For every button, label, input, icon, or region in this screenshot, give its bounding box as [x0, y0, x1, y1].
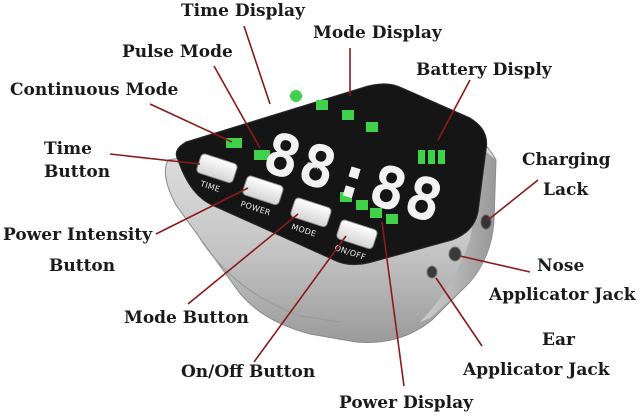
leader-nose-applicator-jack: [459, 255, 531, 273]
battery-bar-3: [438, 150, 445, 164]
mode-indicator-1: [316, 100, 328, 110]
label-nose-applicator-jack-line2: Applicator Jack: [489, 285, 636, 305]
nose-applicator-jack[interactable]: [448, 246, 462, 262]
label-mode-button: Mode Button: [124, 308, 249, 328]
label-pulse-mode: Pulse Mode: [122, 42, 233, 62]
leader-pulse-mode: [213, 65, 261, 149]
label-mode-display: Mode Display: [313, 23, 442, 43]
device-top-face: [175, 83, 488, 266]
leader-ear-applicator-jack: [435, 277, 483, 347]
jack-group: [426, 214, 492, 279]
label-charging-jack-line2: Lack: [543, 180, 589, 200]
label-nose-applicator-jack-line1: Nose: [537, 256, 585, 276]
label-time-display: Time Display: [181, 1, 305, 21]
battery-bar-1: [418, 150, 425, 164]
lcd-indicators: [226, 90, 445, 224]
label-power-intensity-button-line1: Power Intensity: [3, 225, 153, 245]
leader-mode-button: [187, 213, 299, 305]
mode-indicator-2: [342, 110, 354, 120]
label-time-button-line2: Button: [44, 162, 111, 182]
power-level-4: [386, 214, 398, 224]
label-charging-jack-line1: Charging: [522, 150, 611, 170]
leader-power-display: [381, 221, 405, 387]
label-battery-display: Battery Disply: [416, 60, 552, 80]
leader-lines: [109, 25, 539, 387]
pulse-mode-indicator: [254, 150, 270, 160]
timer-icon: [290, 90, 302, 102]
ear-applicator-jack[interactable]: [426, 265, 438, 279]
minutes-label: min: [305, 159, 323, 172]
device-side-panel: [420, 150, 496, 322]
label-time-button-line1: Time: [44, 139, 92, 159]
power-level-2: [356, 200, 368, 210]
leader-on-off-button: [253, 235, 347, 363]
power-level-1: [340, 192, 352, 202]
label-continuous-mode: Continuous Mode: [10, 80, 179, 100]
battery-bar-2: [428, 150, 435, 164]
power-level-3: [370, 208, 382, 218]
leader-time-button: [109, 153, 201, 165]
leader-battery-display: [437, 79, 471, 141]
label-on-off-button: On/Off Button: [181, 362, 316, 382]
label-power-intensity-button-line2: Button: [49, 256, 116, 276]
label-ear-applicator-jack-line1: Ear: [542, 330, 575, 350]
device-bottom-seam: [195, 231, 341, 323]
label-ear-applicator-jack-line2: Applicator Jack: [463, 360, 610, 380]
leader-charging-jack: [487, 179, 539, 221]
label-power-display: Power Display: [339, 393, 473, 413]
leader-continuous-mode: [149, 103, 233, 143]
continuous-mode-indicator: [226, 138, 242, 148]
leader-power-intensity-button: [155, 187, 249, 235]
leader-time-display: [243, 25, 271, 105]
charging-jack[interactable]: [480, 214, 492, 230]
mode-indicator-3: [366, 122, 378, 132]
